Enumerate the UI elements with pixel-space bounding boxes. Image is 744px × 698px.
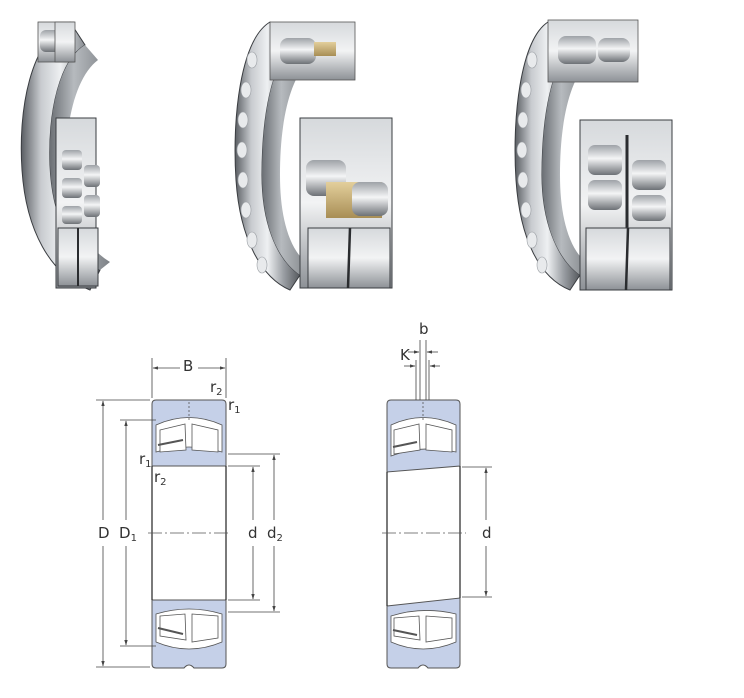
cross-section-bottom-tapered (386, 597, 461, 669)
cross-section-top-tapered (386, 399, 461, 473)
label-r2-top: r2 (210, 378, 223, 398)
bearing-render-cageless (514, 19, 673, 291)
bearing-render-cage-brass (234, 21, 393, 291)
drawing-right: b K d (372, 300, 744, 698)
drawing-left: B r2 r1 r1 r2 D D1 d d2 (0, 300, 372, 698)
label-d: d (248, 524, 258, 542)
label-K: K (400, 346, 410, 364)
label-B: B (183, 357, 194, 375)
label-b: b (419, 320, 429, 338)
bearing-render-cage-steel (20, 21, 110, 291)
cross-section-bottom (151, 599, 227, 669)
label-r1-left: r1 (139, 450, 152, 470)
bearing-renders-row (0, 0, 744, 305)
label-D: D (98, 524, 110, 542)
label-d2: d2 (267, 524, 283, 544)
cross-section-top (151, 399, 227, 467)
label-D1: D1 (119, 524, 137, 544)
label-r2-left: r2 (154, 468, 167, 488)
label-r1-top: r1 (228, 396, 241, 416)
label-d-right: d (482, 524, 492, 542)
